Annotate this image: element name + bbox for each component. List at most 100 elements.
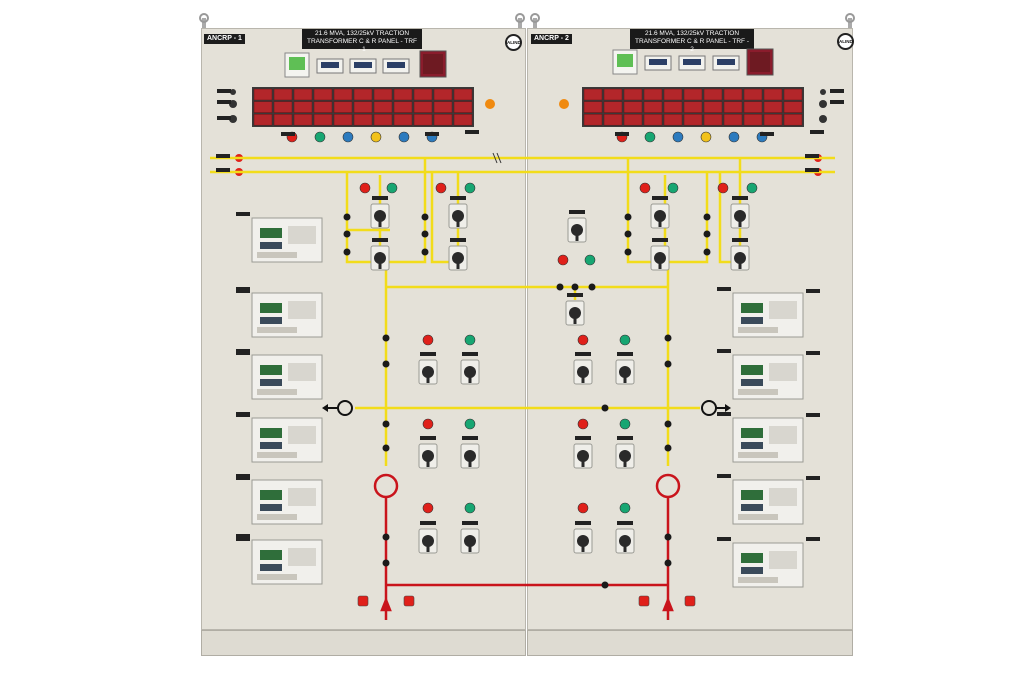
control-switch[interactable] bbox=[460, 521, 480, 554]
control-switch[interactable] bbox=[448, 238, 468, 271]
switch-handle-icon[interactable] bbox=[426, 455, 430, 467]
switch-handle-icon[interactable] bbox=[581, 455, 585, 467]
protection-relay[interactable] bbox=[717, 412, 804, 463]
indicator-lamp bbox=[370, 131, 382, 143]
protection-relay[interactable] bbox=[717, 474, 804, 525]
control-switch[interactable] bbox=[370, 238, 390, 271]
switch-handle-icon[interactable] bbox=[378, 257, 382, 269]
control-switch[interactable] bbox=[730, 196, 750, 229]
switch-handle-icon[interactable] bbox=[575, 229, 579, 241]
protection-relay[interactable] bbox=[236, 212, 323, 263]
protection-relay[interactable] bbox=[717, 287, 804, 338]
protection-relay[interactable] bbox=[236, 534, 323, 585]
amber-lamp bbox=[485, 99, 495, 109]
control-switch[interactable] bbox=[650, 238, 670, 271]
switch-handle-icon[interactable] bbox=[573, 312, 577, 324]
switch-handle-icon[interactable] bbox=[738, 215, 742, 227]
mimic-node-icon bbox=[624, 230, 632, 238]
control-switch[interactable] bbox=[418, 352, 438, 385]
mimic-busbar-red bbox=[373, 473, 681, 620]
switch-handle-icon[interactable] bbox=[426, 371, 430, 383]
protection-relay[interactable] bbox=[236, 349, 323, 400]
control-switch[interactable] bbox=[460, 436, 480, 469]
control-switch[interactable] bbox=[418, 436, 438, 469]
switch-handle-icon[interactable] bbox=[623, 371, 627, 383]
protection-relay[interactable] bbox=[717, 349, 804, 400]
control-switch[interactable] bbox=[650, 196, 670, 229]
switch-handle-icon[interactable] bbox=[426, 540, 430, 552]
mimic-node-icon bbox=[664, 360, 672, 368]
protection-relay[interactable] bbox=[236, 287, 323, 338]
label-tag bbox=[216, 168, 230, 172]
switch-label-tag bbox=[575, 436, 591, 440]
control-switch[interactable] bbox=[370, 196, 390, 229]
push-button[interactable] bbox=[684, 595, 696, 607]
protection-relay[interactable] bbox=[717, 537, 804, 588]
annunciator-window bbox=[623, 113, 643, 126]
switch-handle-icon[interactable] bbox=[581, 540, 585, 552]
switch-handle-icon[interactable] bbox=[378, 215, 382, 227]
annunciator-window bbox=[293, 101, 313, 113]
relay-keypad bbox=[741, 317, 763, 324]
switch-handle-icon[interactable] bbox=[456, 257, 460, 269]
push-button[interactable] bbox=[638, 595, 650, 607]
indicator-lamp bbox=[644, 131, 656, 143]
control-switch[interactable] bbox=[615, 352, 635, 385]
switch-handle-icon[interactable] bbox=[468, 371, 472, 383]
label-tag bbox=[806, 537, 820, 541]
annunciator-window bbox=[433, 113, 453, 126]
annunciator-window bbox=[453, 113, 473, 126]
protection-relay[interactable] bbox=[236, 412, 323, 463]
control-switch[interactable] bbox=[730, 238, 750, 271]
relay-nameplate bbox=[257, 389, 297, 395]
switch-handle-icon[interactable] bbox=[468, 455, 472, 467]
control-switch[interactable] bbox=[573, 521, 593, 554]
annunciator-window bbox=[743, 88, 763, 101]
label-tag bbox=[217, 116, 231, 120]
control-switch[interactable] bbox=[615, 436, 635, 469]
annunciator-window bbox=[683, 88, 703, 101]
switch-handle-icon[interactable] bbox=[658, 257, 662, 269]
annunciator-window bbox=[453, 88, 473, 101]
control-switch[interactable] bbox=[573, 352, 593, 385]
control-switch[interactable] bbox=[460, 352, 480, 385]
switch-label-tag bbox=[569, 210, 585, 214]
switch-label-tag bbox=[617, 352, 633, 356]
relay-label-area bbox=[288, 426, 316, 444]
annunciator-window bbox=[373, 101, 393, 113]
indicator-lamp-green bbox=[619, 418, 631, 430]
control-switch[interactable] bbox=[418, 521, 438, 554]
switch-handle-icon[interactable] bbox=[623, 455, 627, 467]
relay-nameplate bbox=[257, 327, 297, 333]
control-switch[interactable] bbox=[448, 196, 468, 229]
indicator-lamp bbox=[700, 131, 712, 143]
label-tag bbox=[806, 476, 820, 480]
push-button[interactable] bbox=[357, 595, 369, 607]
control-switch[interactable] bbox=[573, 436, 593, 469]
switch-handle-icon[interactable] bbox=[468, 540, 472, 552]
relay-display bbox=[260, 228, 282, 238]
indicator-lamp-green bbox=[619, 502, 631, 514]
protection-relay[interactable] bbox=[236, 474, 323, 525]
control-switch[interactable] bbox=[567, 210, 587, 243]
switch-handle-icon[interactable] bbox=[623, 540, 627, 552]
annunciator-window bbox=[643, 113, 663, 126]
switch-handle-icon[interactable] bbox=[738, 257, 742, 269]
push-button[interactable] bbox=[403, 595, 415, 607]
digital-meter bbox=[712, 55, 740, 71]
bus-section-mark bbox=[492, 152, 502, 164]
control-switch[interactable] bbox=[615, 521, 635, 554]
annunciator-window bbox=[763, 113, 783, 126]
label-tag bbox=[806, 289, 820, 293]
relay-label-tag bbox=[236, 534, 250, 538]
digital-meter bbox=[349, 58, 377, 74]
logo-icon: ALIND bbox=[505, 34, 522, 51]
control-switch[interactable] bbox=[565, 293, 585, 326]
mimic-node-icon bbox=[421, 248, 429, 256]
switch-handle-icon[interactable] bbox=[456, 215, 460, 227]
control-knob[interactable] bbox=[819, 89, 827, 123]
switch-handle-icon[interactable] bbox=[581, 371, 585, 383]
annunciator-window bbox=[353, 88, 373, 101]
switch-handle-icon[interactable] bbox=[658, 215, 662, 227]
mimic-node-icon bbox=[664, 533, 672, 541]
